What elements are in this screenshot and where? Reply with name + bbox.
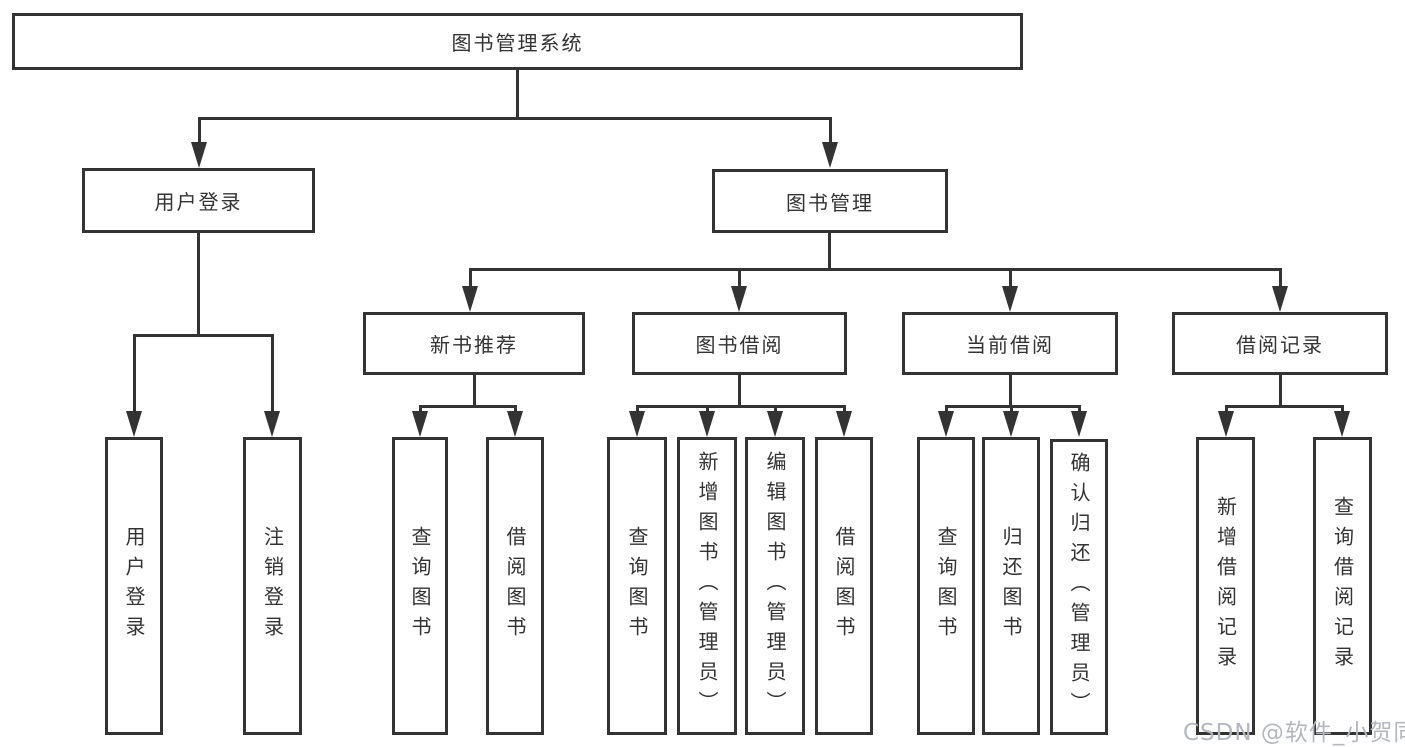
node-bb-edit-books-admin-label: 编辑图书（管理员） (763, 451, 787, 721)
node-root: 图书管理系统 (12, 13, 1023, 70)
connector-drop-borrow-records (1279, 268, 1282, 290)
arrow-down-icon (191, 142, 207, 168)
node-bb-add-books-admin-label: 新增图书（管理员） (695, 451, 719, 721)
arrow-down-icon (1218, 411, 1234, 437)
node-cb-return-books-label: 归还图书 (999, 526, 1023, 646)
connector-drop-br-query (1341, 405, 1344, 415)
node-user-login-group: 用户登录 (82, 168, 315, 233)
connector-drop-cb-query (945, 405, 948, 415)
connector-drop-book-borrow (738, 268, 741, 290)
node-borrow-records-label: 借阅记录 (1236, 333, 1324, 357)
node-nbr-borrow-books: 借阅图书 (486, 437, 544, 735)
node-logout-label: 注销登录 (260, 526, 285, 646)
connector-drop-bb-borrow (843, 405, 846, 415)
node-br-add-record-label: 新增借阅记录 (1213, 496, 1238, 676)
connector-drop-bb-add (706, 405, 709, 415)
arrow-down-icon (462, 286, 478, 312)
arrow-down-icon (836, 411, 852, 437)
node-new-book-rec: 新书推荐 (363, 312, 585, 375)
connector-root-bar (198, 117, 832, 120)
node-user-login: 用户登录 (105, 437, 163, 735)
node-book-borrow-label: 图书借阅 (695, 333, 784, 357)
node-cb-confirm-return-admin-label: 确认归还（管理员） (1067, 452, 1091, 722)
csdn-watermark: CSDN @软件_小贺同学 (1183, 720, 1405, 746)
node-user-login-label: 用户登录 (122, 526, 146, 646)
connector-user-login-bar (133, 334, 274, 337)
node-user-login-group-label: 用户登录 (154, 190, 243, 214)
arrow-down-icon (412, 411, 428, 437)
node-book-borrow: 图书借阅 (632, 312, 847, 375)
connector-drop-bb-edit (774, 405, 777, 415)
connector-drop-user-login (133, 334, 136, 414)
node-nbr-query-books: 查询图书 (392, 437, 448, 735)
arrow-down-icon (507, 411, 523, 437)
node-bb-borrow-books-label: 借阅图书 (832, 526, 856, 646)
node-br-query-record: 查询借阅记录 (1313, 437, 1372, 735)
arrow-down-icon (1003, 411, 1019, 437)
node-borrow-records: 借阅记录 (1172, 312, 1388, 375)
node-bb-edit-books-admin: 编辑图书（管理员） (745, 437, 805, 735)
connector-book-mgmt-stem (828, 233, 831, 271)
connector-cb-stem (1009, 375, 1012, 408)
node-bb-query-books: 查询图书 (607, 437, 667, 735)
node-book-mgmt-label: 图书管理 (786, 190, 874, 215)
connector-bb-stem (738, 375, 741, 408)
arrow-down-icon (1071, 411, 1087, 437)
connector-drop-user-login-group (198, 117, 201, 146)
connector-drop-logout (271, 334, 274, 414)
arrow-down-icon (767, 411, 783, 437)
node-current-borrow-label: 当前借阅 (966, 333, 1054, 357)
node-new-book-rec-label: 新书推荐 (430, 333, 518, 357)
arrow-down-icon (126, 411, 142, 437)
connector-drop-current-borrow (1009, 268, 1012, 290)
connector-drop-new-book-rec (469, 268, 472, 290)
node-current-borrow: 当前借阅 (902, 312, 1118, 375)
connector-root-stem (516, 70, 519, 120)
connector-drop-cb-return (1010, 405, 1013, 415)
arrow-down-icon (1334, 411, 1350, 437)
connector-user-login-stem (197, 233, 200, 337)
arrow-down-icon (731, 286, 747, 312)
connector-br-bar (1225, 405, 1344, 408)
connector-bb-bar (636, 405, 846, 408)
connector-drop-nbr-query (419, 405, 422, 415)
node-cb-query-books-label: 查询图书 (934, 526, 958, 646)
connector-cb-bar (945, 405, 1081, 408)
connector-nbr-bar (419, 405, 517, 408)
node-cb-confirm-return-admin: 确认归还（管理员） (1050, 439, 1108, 735)
node-cb-query-books: 查询图书 (917, 437, 975, 735)
connector-drop-nbr-borrow (514, 405, 517, 415)
connector-drop-cb-confirm (1078, 405, 1081, 415)
node-root-label: 图书管理系统 (451, 31, 584, 55)
node-book-mgmt: 图书管理 (712, 169, 948, 233)
node-bb-query-books-label: 查询图书 (625, 526, 649, 646)
arrow-down-icon (1272, 286, 1288, 312)
arrow-down-icon (629, 411, 645, 437)
node-bb-borrow-books: 借阅图书 (815, 437, 873, 735)
node-nbr-query-books-label: 查询图书 (408, 526, 432, 646)
connector-nbr-stem (473, 375, 476, 408)
node-nbr-borrow-books-label: 借阅图书 (503, 526, 527, 646)
connector-book-mgmt-bar (469, 268, 1282, 271)
arrow-down-icon (699, 411, 715, 437)
arrow-down-icon (1002, 286, 1018, 312)
node-br-query-record-label: 查询借阅记录 (1330, 496, 1355, 676)
connector-br-stem (1279, 375, 1282, 408)
connector-drop-book-mgmt (829, 117, 832, 146)
connector-drop-br-add (1225, 405, 1228, 415)
node-logout: 注销登录 (243, 437, 302, 735)
node-bb-add-books-admin: 新增图书（管理员） (677, 437, 737, 735)
arrow-down-icon (264, 411, 280, 437)
arrow-down-icon (822, 142, 838, 168)
node-br-add-record: 新增借阅记录 (1196, 437, 1255, 735)
arrow-down-icon (938, 411, 954, 437)
connector-drop-bb-query (636, 405, 639, 415)
node-cb-return-books: 归还图书 (982, 437, 1040, 735)
